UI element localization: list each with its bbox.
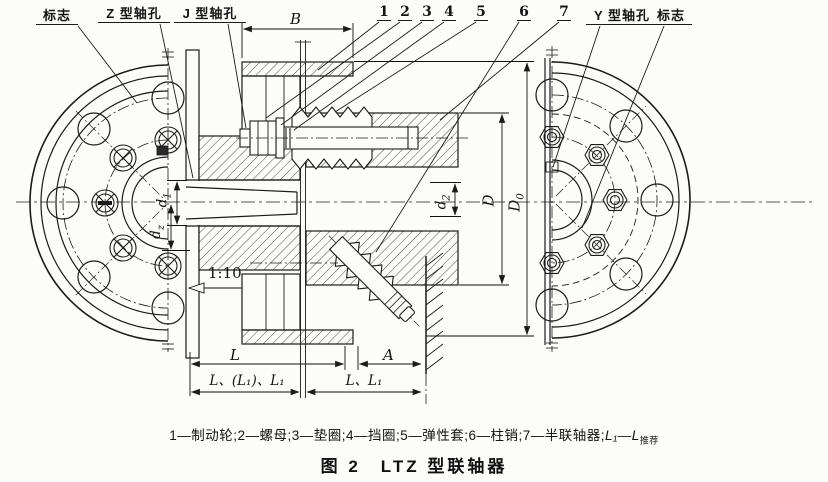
dimension-lines	[162, 23, 534, 396]
callout-mark-right: 标志	[650, 8, 692, 25]
callout-j-bore: J 型轴孔	[174, 6, 246, 23]
dim-D: D	[479, 194, 498, 207]
parts-legend-list: 1—制动轮;2—螺母;3—垫圈;4—挡圈;5—弹性套;6—柱销;7—半联轴器;	[169, 428, 605, 443]
figure-title: 图 2 LTZ 型联轴器	[320, 457, 508, 476]
dim-L: L	[230, 346, 240, 364]
callout-mark-left: 标志	[36, 8, 78, 25]
left-brake-wheel-face-view	[29, 48, 185, 352]
pin-sleeve-assembly-upper	[236, 106, 468, 170]
dim-left-total: L、(L₁)、L₁	[209, 373, 285, 389]
part-number-7: 7	[557, 5, 571, 21]
callout-y-bore: Y 型轴孔	[586, 8, 658, 25]
part-number-2: 2	[398, 5, 412, 21]
leader-lines	[77, 21, 665, 253]
dim-d2: d2	[433, 194, 453, 210]
dim-D0: D0	[505, 193, 527, 212]
pin-sleeve-assembly-lower	[328, 235, 420, 327]
part-number-4: 4	[442, 5, 456, 21]
part-number-1: 1	[377, 5, 391, 21]
part-number-5: 5	[474, 5, 488, 21]
part-number-3: 3	[420, 5, 434, 21]
cross-section	[184, 40, 459, 398]
dim-A: A	[383, 346, 394, 364]
parts-legend-lnote-sub: 推荐	[639, 435, 659, 446]
callout-z-bore: Z 型轴孔	[98, 6, 170, 23]
dim-B: B	[290, 10, 302, 28]
dim-dz: dz	[148, 224, 167, 239]
right-coupling-face-view	[535, 46, 691, 352]
support-wall	[425, 252, 444, 404]
dim-d1: d1	[154, 192, 174, 208]
parts-legend-lnote: L₁—L	[605, 428, 640, 443]
part-number-6: 6	[517, 5, 531, 21]
parts-legend: 1—制动轮;2—螺母;3—垫圈;4—挡圈;5—弹性套;6—柱销;7—半联轴器;L…	[0, 424, 828, 447]
dim-right-total: L、L₁	[345, 373, 383, 389]
dim-taper: 1:10	[208, 264, 242, 282]
